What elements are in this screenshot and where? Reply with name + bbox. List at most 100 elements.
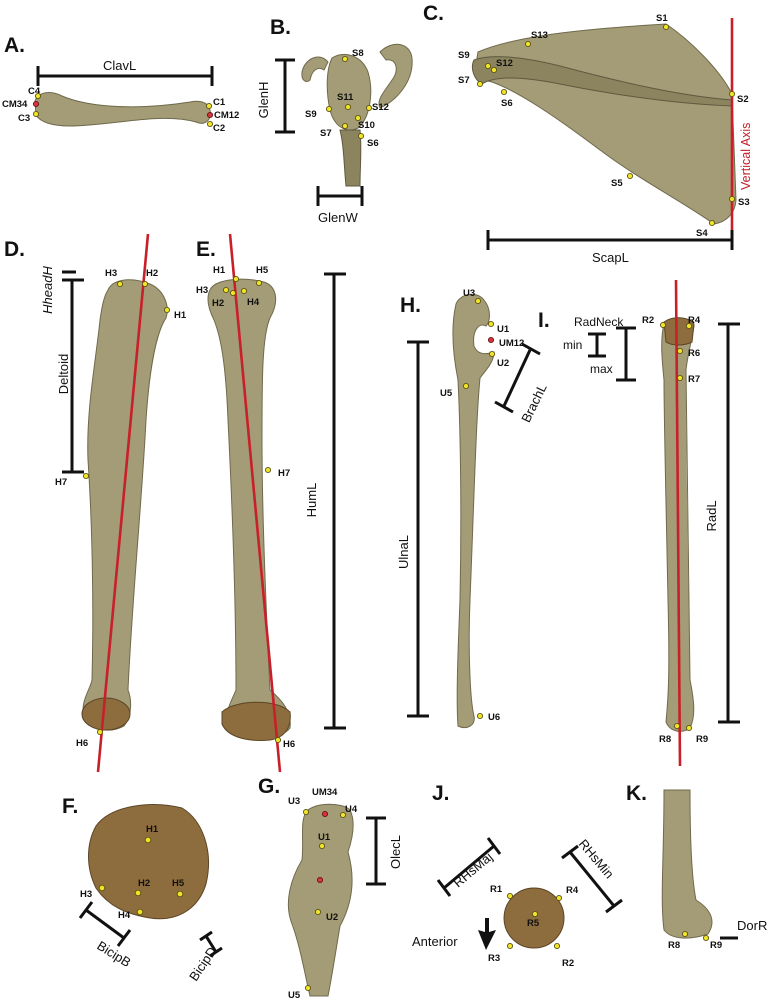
lm-b-s7: S7 — [320, 128, 332, 139]
lm-g-u2-dot — [314, 908, 322, 916]
lm-j-r3: R3 — [488, 953, 500, 964]
lm-c-s9: S9 — [458, 50, 470, 61]
lm-c-s4-dot — [708, 219, 716, 227]
lm-d-h3-dot — [116, 280, 124, 288]
lm-c-s4: S4 — [696, 228, 708, 239]
humerus-d-bone — [82, 279, 168, 731]
lm-b-s9-dot — [325, 105, 333, 113]
lm-f-h1: H1 — [146, 824, 159, 835]
lm-d-h2: H2 — [146, 268, 158, 279]
lm-d-h7-dot — [82, 472, 90, 480]
rhsmaj-label: RHsMaj — [450, 849, 495, 890]
lm-b-s12-dot — [365, 104, 373, 112]
coracoid-process — [301, 56, 329, 83]
hheadh-label: HheadH — [40, 266, 55, 314]
panel-label-j: J. — [432, 782, 450, 805]
humerus-d-axis — [96, 233, 150, 773]
lm-c-s3: S3 — [738, 197, 750, 208]
lm-g-u3: U3 — [288, 796, 300, 807]
lm-a-c3: C3 — [18, 113, 30, 124]
lm-h-um12-dot — [487, 336, 495, 344]
lm-a-c1-dot — [205, 102, 213, 110]
lm-a-c1: C1 — [213, 97, 226, 108]
scapula-blade — [476, 23, 737, 225]
glenoid-fossa — [326, 54, 372, 131]
huml-bar — [324, 272, 346, 730]
lm-a-c3-dot — [32, 110, 40, 118]
lm-c-s2-dot — [728, 90, 736, 98]
lm-i-r8-dot — [673, 722, 681, 730]
lm-c-s1: S1 — [656, 13, 668, 24]
lm-g-u4: U4 — [345, 804, 358, 815]
lm-a-cm12-dot — [206, 111, 214, 119]
scapular-neck — [339, 129, 362, 187]
lm-d-h1-dot — [163, 306, 171, 314]
lm-k-r9: R9 — [710, 940, 722, 951]
bicipb-bar — [78, 901, 132, 947]
lm-e-h1-dot — [232, 275, 240, 283]
panel-label-k: K. — [626, 782, 647, 805]
lm-d-h2-dot — [141, 280, 149, 288]
lm-g-um34: UM34 — [312, 787, 338, 798]
lm-i-r6-dot — [676, 347, 684, 355]
lm-g-u1-dot — [318, 842, 326, 850]
lm-e-h4-dot — [240, 287, 248, 295]
panel-label-i: I. — [538, 309, 550, 332]
lm-c-s13-dot — [524, 40, 532, 48]
distal-radius-bone — [661, 789, 713, 939]
radneck-min-label: min — [563, 338, 582, 352]
lm-j-r2-dot — [553, 942, 561, 950]
panel-label-g: G. — [258, 775, 280, 798]
panel-label-f: F. — [62, 795, 78, 818]
glenw-bar — [316, 186, 364, 206]
lm-j-r4-dot — [555, 894, 563, 902]
lm-e-h5: H5 — [256, 265, 269, 276]
lm-c-s2: S2 — [737, 94, 749, 105]
lm-a-cm34: CM34 — [2, 99, 28, 110]
lm-b-s10: S10 — [358, 120, 375, 131]
clavl-label: ClavL — [103, 58, 136, 73]
panel-label-d: D. — [4, 238, 25, 261]
lm-a-cm12: CM12 — [214, 110, 239, 121]
lm-b-s10-dot — [354, 114, 362, 122]
lm-c-s13: S13 — [531, 30, 548, 41]
lm-h-u3-dot — [474, 297, 482, 305]
bicipd-label: BicipD — [186, 944, 219, 984]
lm-i-r6: R6 — [688, 348, 700, 359]
scapl-bar — [486, 230, 734, 250]
lm-f-h5: H5 — [172, 878, 185, 889]
huml-label: HumL — [304, 483, 319, 518]
lm-c-s12-dot — [484, 62, 492, 70]
lm-d-h3: H3 — [105, 268, 117, 279]
lm-c-s6-dot — [500, 88, 508, 96]
olecl-bar — [366, 816, 386, 886]
radneck-min-bar — [588, 332, 606, 358]
lm-c-s12-dot-b — [490, 66, 498, 74]
lm-i-r9: R9 — [696, 734, 708, 745]
lm-h-um12: UM12 — [499, 338, 524, 349]
lm-k-r8-dot — [681, 930, 689, 938]
lm-j-r4: R4 — [566, 885, 579, 896]
lm-i-r8: R8 — [659, 734, 671, 745]
lm-b-s6: S6 — [367, 138, 379, 149]
lm-h-u3: U3 — [463, 288, 475, 299]
lm-e-h6-dot — [274, 736, 282, 744]
lm-f-h1-dot — [144, 836, 152, 844]
lm-e-h6: H6 — [283, 739, 295, 750]
lm-h-u6: U6 — [488, 712, 500, 723]
radl-label: RadL — [704, 500, 719, 531]
lm-e-h7: H7 — [278, 468, 290, 479]
lm-f-h4: H4 — [118, 910, 131, 921]
lm-g-u2: U2 — [326, 912, 338, 923]
radneck-label: RadNeck — [574, 315, 624, 329]
lm-e-h3-dot — [222, 286, 230, 294]
panel-label-c: C. — [423, 2, 444, 25]
lm-c-s12: S12 — [496, 58, 513, 69]
ulna-bone — [452, 293, 495, 729]
lm-b-s7-dot — [341, 122, 349, 130]
scapl-label: ScapL — [592, 250, 629, 265]
lm-b-s6-dot — [357, 132, 365, 140]
radneck-max-label: max — [590, 362, 613, 376]
lm-g-u1: U1 — [318, 832, 331, 843]
ulnal-bar — [407, 340, 429, 718]
